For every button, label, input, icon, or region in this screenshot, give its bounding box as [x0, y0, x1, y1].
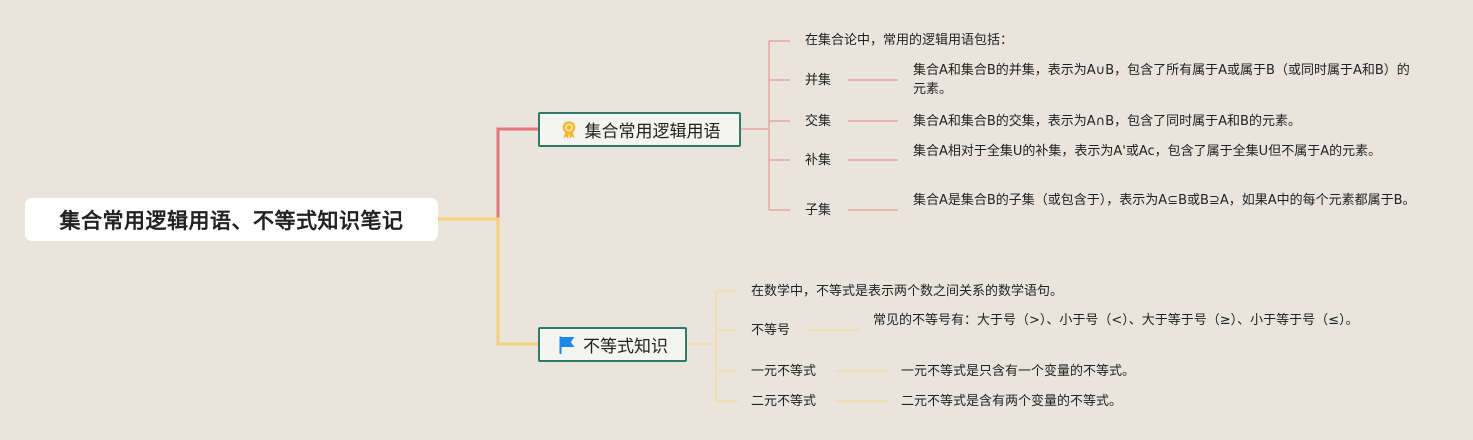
root-title: 集合常用逻辑用语、不等式知识笔记	[59, 208, 404, 233]
branch1-term-complement[interactable]: 补集	[805, 153, 832, 168]
branch-topic-inequalities[interactable]: 不等式知识	[538, 327, 687, 362]
branch-label: 集合常用逻辑用语	[584, 122, 721, 142]
flag-icon	[557, 335, 577, 355]
root-to-branch2-connector	[438, 217, 538, 346]
branch2-intro-text: 在数学中，不等式是表示两个数之间关系的数学语句。	[751, 284, 1064, 299]
branch1-term-intersection[interactable]: 交集	[805, 114, 832, 129]
branch2-desc-inequality-sign: 常见的不等号有：大于号（>）、小于号（<）、大于等于号（≥）、小于等于号（≤）。	[873, 313, 1359, 328]
branch1-term-subset[interactable]: 子集	[805, 203, 832, 218]
branch-label: 不等式知识	[583, 337, 668, 357]
branch2-term-one-variable[interactable]: 一元不等式	[751, 364, 817, 379]
branch2-desc-one-variable: 一元不等式是只含有一个变量的不等式。	[901, 364, 1136, 379]
root-topic[interactable]: 集合常用逻辑用语、不等式知识笔记	[25, 198, 438, 241]
branch1-intro-text: 在集合论中，常用的逻辑用语包括：	[805, 33, 1014, 48]
root-to-branch1-connector	[438, 127, 538, 221]
branch1-desc-intersection: 集合A和集合B的交集，表示为A∩B，包含了同时属于A和B的元素。	[913, 114, 1301, 129]
branch2-term-two-variable[interactable]: 二元不等式	[751, 394, 817, 409]
branch2-term-inequality-sign[interactable]: 不等号	[751, 323, 791, 338]
award-ribbon-icon	[559, 120, 579, 140]
branch-topic-logic-terms[interactable]: 集合常用逻辑用语	[538, 112, 741, 147]
branch1-term-union[interactable]: 并集	[805, 73, 832, 88]
branch1-desc-union: 集合A和集合B的并集，表示为A∪B，包含了所有属于A或属于B（或同时属于A和B）…	[913, 63, 1410, 97]
branch1-desc-complement: 集合A相对于全集U的补集，表示为A'或Ac，包含了属于全集U但不属于A的元素。	[913, 144, 1382, 159]
branch2-desc-two-variable: 二元不等式是含有两个变量的不等式。	[901, 394, 1123, 409]
branch1-desc-subset: 集合A是集合B的子集（或包含于），表示为A⊆B或B⊇A，如果A中的每个元素都属于…	[913, 193, 1416, 208]
